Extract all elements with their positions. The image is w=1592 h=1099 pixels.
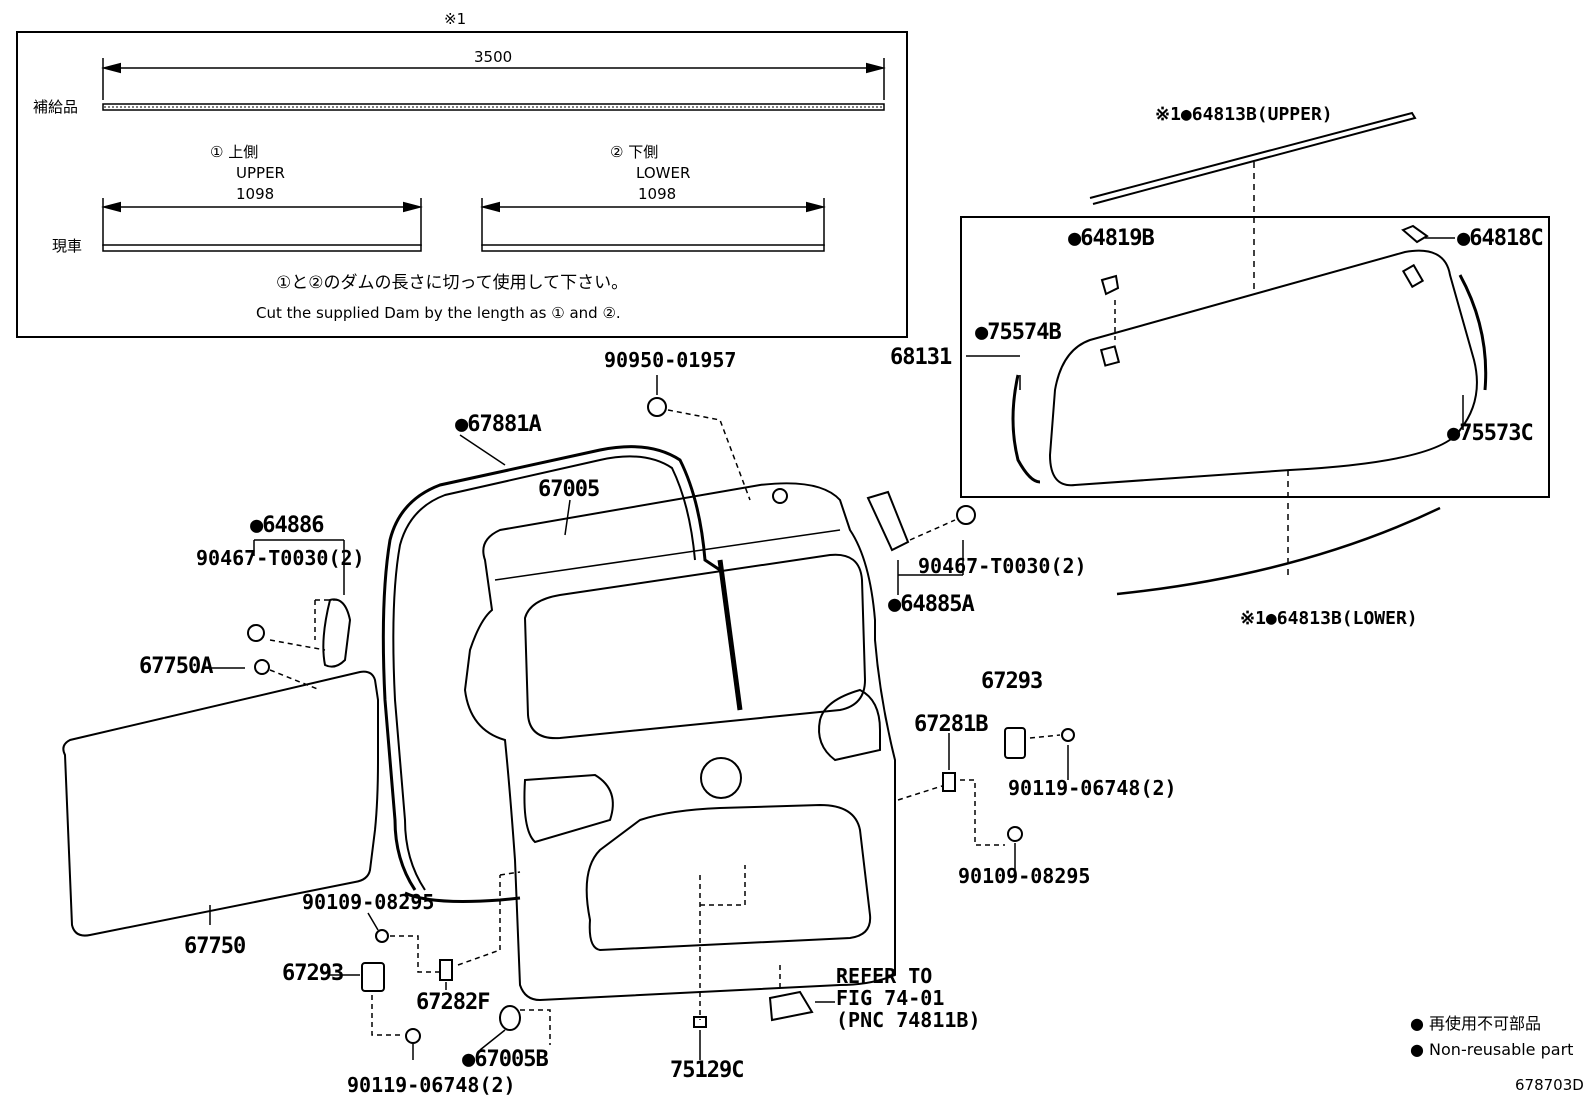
part-90467-T0030-left[interactable]: 90467-T0030(2) (196, 546, 365, 570)
part-67281B[interactable]: 67281B (914, 712, 988, 737)
part-64813B-upper[interactable]: ※1●64813B(UPPER) (1155, 104, 1333, 125)
full-length-dimension: 3500 (474, 48, 513, 66)
part-90119-06748-left[interactable]: 90119-06748(2) (347, 1073, 516, 1097)
upper-number-label: ① 上側 (210, 143, 259, 161)
part-75573C[interactable]: ●75573C (1447, 421, 1534, 446)
back-door-window (523, 553, 867, 740)
weatherstrip-seal (381, 445, 721, 891)
refer-pnc-line: (PNC 74811B) (836, 1008, 981, 1032)
back-glass (1048, 249, 1478, 487)
legend-japanese: ● 再使用不可部品 (1410, 1014, 1542, 1033)
instruction-english: Cut the supplied Dam by the length as ① … (256, 304, 621, 322)
back-glass-frame (960, 216, 1550, 498)
lower-number-label: ② 下側 (610, 143, 659, 161)
trim-board (62, 670, 380, 937)
upper-length-dimension: 1098 (236, 185, 275, 203)
part-90950-01957[interactable]: 90950-01957 (604, 348, 737, 372)
refer-fig-line[interactable]: FIG 74-01 (836, 986, 945, 1010)
part-90109-08295-right[interactable]: 90109-08295 (958, 864, 1091, 888)
part-64819B[interactable]: ●64819B (1068, 226, 1155, 251)
part-68131[interactable]: 68131 (890, 345, 952, 370)
upper-en-label: UPPER (236, 164, 285, 182)
part-67293-right[interactable]: 67293 (981, 669, 1043, 694)
back-door-panel (463, 482, 896, 1002)
part-75574B[interactable]: ●75574B (975, 320, 1062, 345)
dam-inset-frame (16, 31, 908, 338)
upper-dam-strip (102, 244, 422, 252)
lower-en-label: LOWER (636, 164, 691, 182)
refer-to-line: REFER TO (836, 964, 933, 988)
part-67282F[interactable]: 67282F (416, 990, 490, 1015)
part-90467-T0030-right[interactable]: 90467-T0030(2) (918, 554, 1087, 578)
part-64818C[interactable]: ●64818C (1457, 226, 1544, 251)
part-67293-left[interactable]: 67293 (282, 961, 344, 986)
part-64886[interactable]: ●64886 (250, 513, 324, 538)
inset-note-mark: ※1 (444, 10, 467, 28)
lower-length-dimension: 1098 (638, 185, 677, 203)
legend-english: ● Non-reusable part (1410, 1040, 1574, 1059)
part-75129C[interactable]: 75129C (670, 1058, 744, 1083)
part-90109-08295-left[interactable]: 90109-08295 (302, 890, 435, 914)
instruction-japanese: ①と②のダムの長さに切って使用して下さい。 (276, 273, 629, 293)
figure-id: 678703D (1515, 1076, 1584, 1094)
current-vehicle-label: 現車 (52, 237, 83, 255)
part-67750A[interactable]: 67750A (139, 654, 213, 679)
part-90119-06748-right[interactable]: 90119-06748(2) (1008, 776, 1177, 800)
part-67005[interactable]: 67005 (538, 477, 600, 502)
part-67005B[interactable]: ●67005B (462, 1047, 549, 1072)
part-64813B-lower[interactable]: ※1●64813B(LOWER) (1240, 608, 1418, 629)
part-64885A[interactable]: ●64885A (888, 592, 975, 617)
part-67881A[interactable]: ●67881A (455, 412, 542, 437)
part-67750[interactable]: 67750 (184, 934, 246, 959)
lower-dam-strip (481, 244, 825, 252)
supply-part-label: 補給品 (33, 98, 79, 116)
